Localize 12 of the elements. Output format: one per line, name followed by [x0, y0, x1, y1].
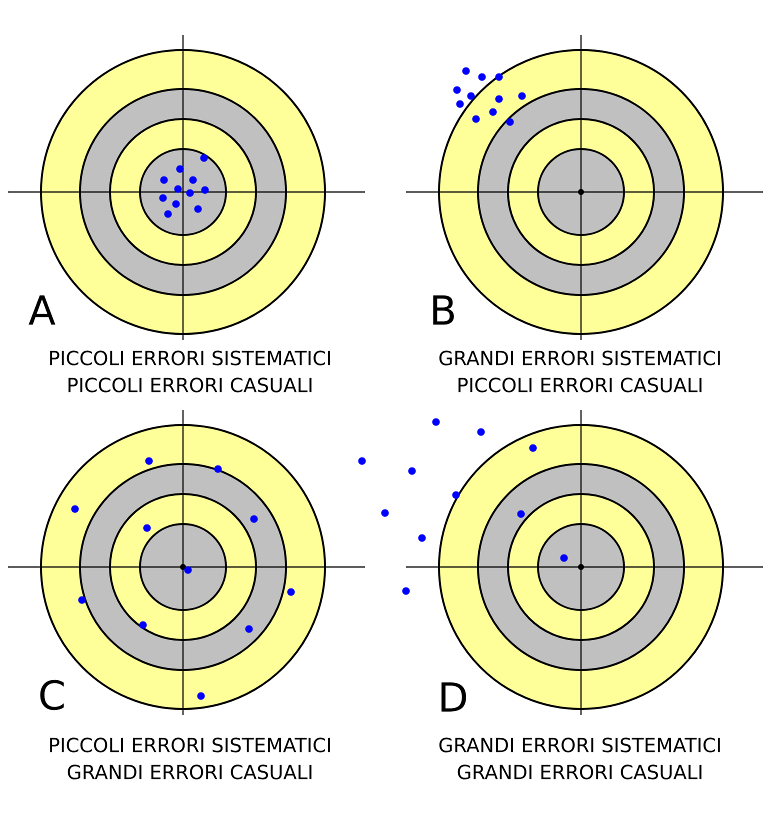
caption-text: PICCOLI ERRORI SISTEMATICI [50, 738, 330, 752]
caption-text: PICCOLI ERRORI SISTEMATICI [50, 350, 330, 366]
panel-letter: D [442, 682, 466, 712]
caption-text: PICCOLI ERRORI CASUALI [458, 378, 702, 392]
caption-text: GRANDI ERRORI CASUALI [458, 764, 702, 780]
panel-letter: B [433, 295, 454, 325]
caption-text: GRANDI ERRORI CASUALI [68, 764, 312, 780]
caption-text: GRANDI ERRORI SISTEMATICI [439, 738, 720, 752]
caption-text: PICCOLI ERRORI CASUALI [68, 378, 312, 392]
caption-text: GRANDI ERRORI SISTEMATICI [439, 350, 720, 366]
panel-letter: A [28, 295, 56, 325]
panel-letter: C [40, 680, 64, 710]
